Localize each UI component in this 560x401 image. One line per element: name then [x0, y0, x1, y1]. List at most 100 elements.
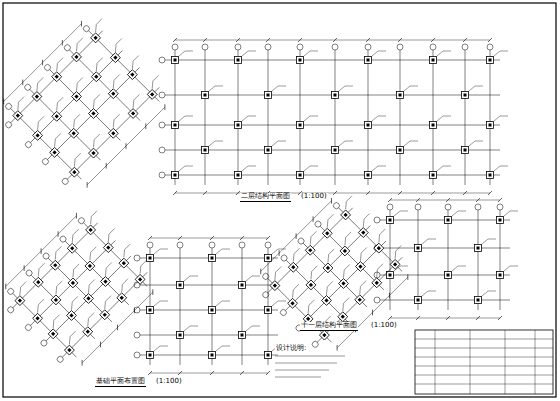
leader-line [304, 51, 310, 56]
column [326, 266, 330, 270]
column-footing [52, 72, 62, 82]
column [367, 174, 370, 177]
dimension-tick [132, 308, 138, 314]
leader-line [504, 211, 510, 216]
leader-line [94, 94, 100, 100]
leader-line [494, 51, 500, 56]
leader-line [96, 19, 102, 25]
axis-bubble [159, 147, 165, 153]
axis-line [84, 223, 148, 287]
column [267, 257, 270, 260]
column [432, 59, 435, 62]
column [389, 274, 392, 277]
column [267, 149, 270, 152]
leader-line [307, 271, 315, 279]
column-footing [101, 277, 111, 287]
leader-line [510, 266, 518, 267]
leader-line [90, 100, 98, 108]
leader-line [92, 24, 100, 32]
column [211, 257, 214, 260]
column [267, 94, 270, 97]
dimension-tick [115, 325, 121, 331]
column [417, 299, 420, 302]
column-footing [235, 57, 242, 64]
leader-line [342, 201, 350, 209]
column [111, 131, 115, 135]
dimension-tick [173, 191, 177, 195]
leader-line [70, 120, 78, 128]
leader-line [494, 116, 500, 121]
axis-bubble [41, 157, 49, 165]
column-footing [108, 128, 118, 138]
axis-line [400, 50, 401, 185]
axis-bubble [159, 92, 165, 98]
column-footing [172, 57, 179, 64]
leader-line [242, 116, 248, 121]
note-text-line [275, 377, 321, 378]
dimension-tick [178, 236, 182, 240]
column-footing [475, 297, 482, 304]
leader-line [39, 263, 45, 269]
axis-line [448, 210, 449, 310]
column-footing [265, 255, 272, 262]
column [70, 246, 74, 250]
axis-bubble [25, 269, 33, 277]
dimension-tick [162, 104, 168, 110]
axis-line [175, 50, 176, 185]
dimension-tick [329, 198, 335, 204]
leader-line [91, 211, 97, 217]
leader-line [346, 232, 352, 238]
leader-line [106, 262, 112, 268]
leader-line [242, 51, 248, 56]
axis-line [242, 248, 243, 365]
column-footing [319, 330, 329, 340]
column [447, 219, 450, 222]
column [308, 248, 312, 252]
column [341, 315, 345, 319]
column [367, 124, 370, 127]
leader-line [482, 239, 488, 244]
leader-line [278, 86, 286, 87]
column [150, 92, 154, 96]
dimension-line [82, 292, 153, 363]
leader-line [86, 253, 94, 261]
column [291, 265, 295, 269]
column [36, 280, 40, 284]
leader-line [339, 86, 345, 91]
dimension-tick [20, 80, 26, 86]
column-footing [13, 111, 23, 121]
leader-line [278, 301, 286, 302]
plan-note: (1:100) [370, 322, 398, 330]
column-footing [339, 279, 349, 289]
axis-line [11, 109, 82, 180]
leader-line [345, 86, 353, 87]
column-footing [297, 172, 304, 179]
dimension-tick [463, 191, 467, 195]
leader-line [216, 346, 222, 351]
column-footing [332, 92, 339, 99]
leader-line [488, 239, 496, 240]
column-footing [430, 122, 437, 129]
axis-line [335, 50, 336, 185]
leader-line [209, 86, 215, 91]
leader-line [357, 253, 365, 261]
axis-line [11, 31, 103, 123]
axis-bubble [261, 291, 269, 299]
column-footing [119, 258, 129, 268]
leader-line [154, 249, 160, 254]
axis-line [165, 175, 500, 176]
column-footing [172, 122, 179, 129]
dimension-line [175, 193, 490, 194]
axis-bubble [134, 352, 140, 358]
column-footing [372, 278, 382, 288]
axis-bubble [202, 44, 208, 50]
title-block-rule [415, 384, 553, 385]
leader-line [375, 235, 383, 243]
axis-line [89, 31, 160, 102]
leader-line [38, 116, 44, 122]
axis-bubble [209, 242, 215, 248]
leader-line [452, 211, 458, 216]
axis-line [465, 50, 466, 185]
plan-title: 十一层结构平面图 [300, 322, 358, 331]
axis-line [30, 89, 101, 160]
